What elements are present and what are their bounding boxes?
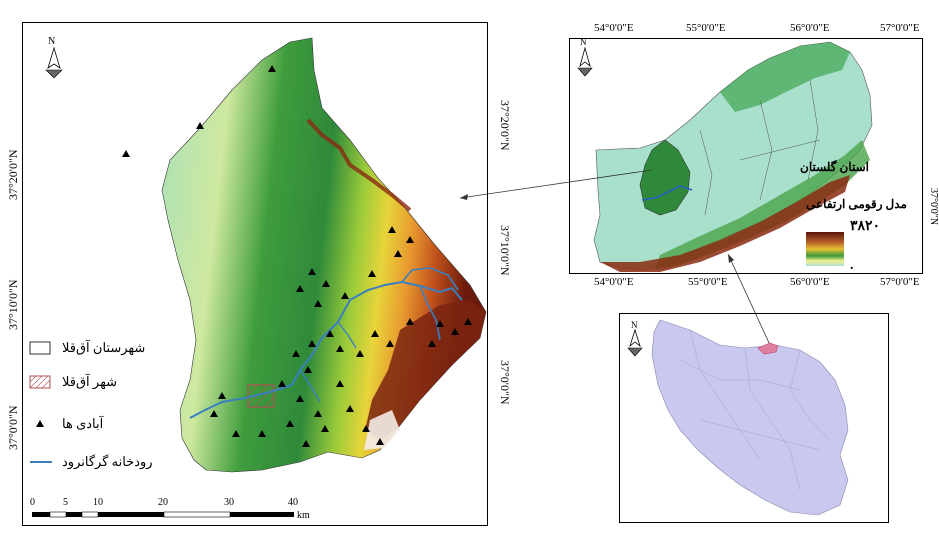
gol-top-lon-4: 57°0'0"E [880, 22, 920, 34]
lat-left-3: 37°0'0"N [6, 405, 20, 450]
river-tributary-2 [299, 321, 357, 403]
gol-bottom-lon-2: 55°0'0"E [688, 276, 728, 288]
legend-city-hatch [29, 375, 51, 389]
gol-top-lon-2: 55°0'0"E [686, 22, 726, 34]
gol-top-lon-1: 54°0'0"E [594, 22, 634, 34]
gol-right-lat: 37°0'0"N [928, 188, 939, 226]
scale-tick-0: 0 [30, 497, 35, 508]
dem-title: مدل رقومی ارتفاعی [806, 197, 907, 211]
scale-tick-20: 20 [158, 497, 168, 508]
gol-top-lon-3: 56°0'0"E [790, 22, 830, 34]
inset-arrow-main [459, 169, 653, 199]
province-title: استان گلستان [800, 160, 869, 174]
north-arrow-golestan [577, 46, 593, 77]
golestan-aq-qala-inset [639, 139, 691, 216]
scale-unit: km [297, 510, 310, 521]
legend-villages-label: آبادی ها [62, 416, 104, 431]
legend-county-label: شهرستان آق‌قلا [62, 340, 146, 355]
lat-left-1: 37°20'0"N [6, 149, 20, 200]
iran-provinces [679, 329, 831, 491]
inset-arrow-main-head [460, 194, 468, 200]
dem-min-value: . [850, 258, 854, 273]
legend-city-label: شهر آق‌قلا [62, 374, 117, 389]
north-arrow-main [45, 46, 63, 79]
scale-bar [32, 511, 294, 518]
iran-map-frame [619, 313, 889, 523]
north-label-iran: N [631, 320, 638, 330]
gol-bottom-lon-1: 54°0'0"E [594, 276, 634, 288]
aq-qala-city [247, 384, 275, 408]
lat-right-3: 37°0'0"N [498, 360, 512, 405]
lat-right-1: 37°20'0"N [498, 100, 512, 151]
legend-village-triangle [36, 420, 44, 427]
inset-arrow-iran-head [728, 254, 734, 263]
north-arrow-iran [627, 328, 643, 357]
dem-legend-bar [806, 232, 844, 266]
golestan-map-frame [569, 38, 923, 274]
legend-county-swatch [29, 341, 51, 355]
scale-tick-30: 30 [224, 497, 234, 508]
lat-left-2: 37°10'0"N [6, 279, 20, 330]
white-bare-peaks [364, 410, 400, 450]
lat-right-2: 37°10'0"N [498, 225, 512, 276]
iran-golestan-highlight [757, 342, 779, 355]
river-tributary [401, 267, 459, 341]
north-label-golestan: N [580, 37, 587, 47]
inset-arrow-iran [727, 253, 771, 346]
scale-tick-10: 10 [93, 497, 103, 508]
village-markers [122, 65, 472, 447]
golestan-green-upland [720, 42, 850, 112]
dem-max-value: ۳۸۲۰ [850, 219, 881, 234]
golestan-aq-qala-river [641, 185, 693, 201]
legend-river-label: رودخانه گرگانرود [62, 454, 153, 469]
gol-bottom-lon-3: 56°0'0"E [790, 276, 830, 288]
north-label-main: N [48, 36, 56, 47]
escarpment-ridge [306, 118, 412, 212]
golestan-mountains [600, 175, 850, 272]
gol-bottom-lon-4: 57°0'0"E [880, 276, 920, 288]
scale-tick-5: 5 [63, 497, 68, 508]
scale-tick-40: 40 [288, 497, 298, 508]
golestan-district-lines [699, 79, 821, 216]
golestan-forest-belt [655, 140, 870, 270]
